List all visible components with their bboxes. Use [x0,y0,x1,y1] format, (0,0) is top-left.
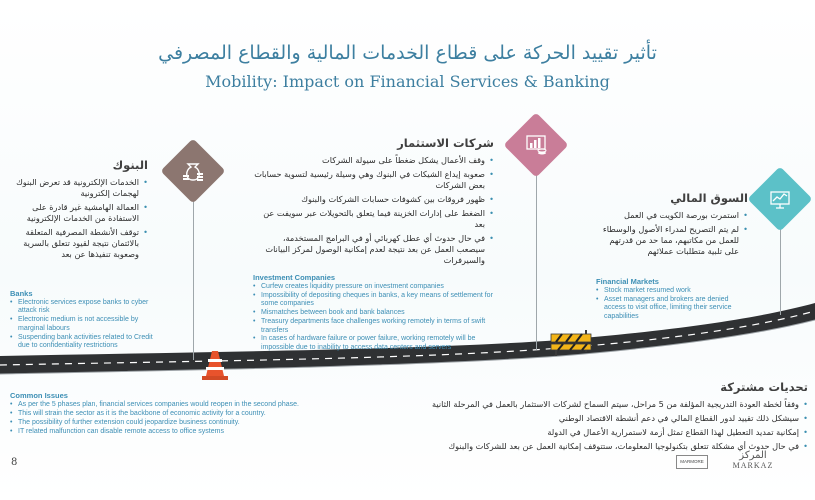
investment-item-arabic: الضغط على إدارات الخزينة فيما يتعلق بالت… [252,208,494,230]
banks-item-arabic: الخدمات الإلكترونية قد تعرض البنوك لهجما… [6,177,148,199]
banks-title-english: Banks [10,289,33,298]
markaz-logo-english: MARKAZ [732,461,774,470]
banks-connector-line [193,190,194,360]
common-item-english: IT related malfunction can disable remot… [10,428,330,437]
markaz-logo-arabic: المركز [739,450,767,461]
investment-item-arabic: وقف الأعمال يشكل ضغطاً على سيولة الشركات [252,155,494,166]
banks-item-english: Electronic services expose banks to cybe… [10,299,160,316]
market-english-block: Financial Markets Stock market resumed w… [596,277,746,322]
common-title-arabic: تحديات مشتركة [720,380,808,394]
market-title-arabic: السوق المالي [670,191,748,205]
banks-item-english: Suspending bank activities related to Cr… [10,334,160,351]
investment-item-english: Mismatches between book and bank balance… [253,309,493,318]
common-item-arabic: وفقاً لخطة العودة التدريجية المؤلفة من 5… [416,399,808,410]
market-item-english: Asset managers and brokers are denied ac… [596,296,746,321]
traffic-cone-icon [202,351,228,380]
bar-chart-coins-icon [513,122,559,168]
common-item-english: The possibility of further extension cou… [10,419,330,428]
common-item-english: As per the 5 phases plan, financial serv… [10,401,330,410]
banks-item-english: Electronic medium is not accessible by m… [10,316,160,333]
banks-english-block: Banks Electronic services expose banks t… [10,289,160,351]
banks-arabic-block: البنوك الخدمات الإلكترونية قد تعرض البنو… [6,158,148,263]
investment-connector-line [536,175,537,350]
market-item-arabic: استمرت بورصة الكويت في العمل [596,210,748,221]
banks-item-arabic: العمالة الهامشية غير قادرة على الاستفادة… [6,202,148,224]
investment-title-english: Investment Companies [253,273,336,282]
investment-item-arabic: صعوبة إيداع الشيكات في البنوك وهي وسيلة … [252,169,494,191]
market-item-arabic: لم يتم التصريح لمدراء الأصول والوسطاء لل… [596,224,748,257]
market-title-english: Financial Markets [596,277,659,286]
banks-item-arabic: توقف الأنشطة المصرفية المتعلقة بالائتمان… [6,227,148,260]
investment-item-arabic: ظهور فروقات بين كشوفات حسابات الشركات وا… [252,194,494,205]
investment-title-arabic: شركات الاستثمار [397,136,494,150]
common-item-arabic: سيشكل ذلك تقييد لدور القطاع المالي في دع… [416,413,808,424]
road-barricade-icon [550,330,592,356]
investment-item-english: Treasury departments face challenges wor… [253,318,493,335]
common-arabic-block: تحديات مشتركة وفقاً لخطة العودة التدريجي… [416,380,808,455]
investment-item-arabic: في حال حدوث أي عطل كهربائي أو في البرامج… [252,233,494,266]
common-title-english: Common Issues [10,391,68,400]
investment-arabic-block: شركات الاستثمار وقف الأعمال يشكل ضغطاً ع… [252,136,494,269]
marmore-logo: MARMORE [676,455,708,469]
markaz-logo: المركز MARKAZ [718,450,788,470]
presentation-chart-icon [757,176,803,222]
page-title-arabic: تأثير تقييد الحركة على قطاع الخدمات الما… [158,42,657,64]
investment-item-english: In cases of hardware failure or power fa… [253,335,493,352]
investment-item-english: Curfew creates liquidity pressure on inv… [253,283,493,292]
common-item-english: This will strain the sector as it is the… [10,410,330,419]
investment-item-english: Impossibility of depositing cheques in b… [253,292,493,309]
common-item-arabic: إمكانية تمديد التعطيل لهذا القطاع تمثل أ… [416,427,808,438]
market-arabic-block: السوق المالي استمرت بورصة الكويت في العم… [596,191,748,260]
market-item-english: Stock market resumed work [596,287,746,296]
money-bag-coins-icon [170,148,216,194]
common-item-arabic: في حال حدوث أي مشكلة تتعلق بتكنولوجيا ال… [416,441,808,452]
market-connector-line [780,220,781,315]
page-number: 8 [11,457,18,468]
investment-english-block: Investment Companies Curfew creates liqu… [253,273,493,353]
common-english-block: Common Issues As per the 5 phases plan, … [10,391,330,437]
page-title-english: Mobility: Impact on Financial Services &… [205,72,610,91]
banks-title-arabic: البنوك [112,158,148,172]
